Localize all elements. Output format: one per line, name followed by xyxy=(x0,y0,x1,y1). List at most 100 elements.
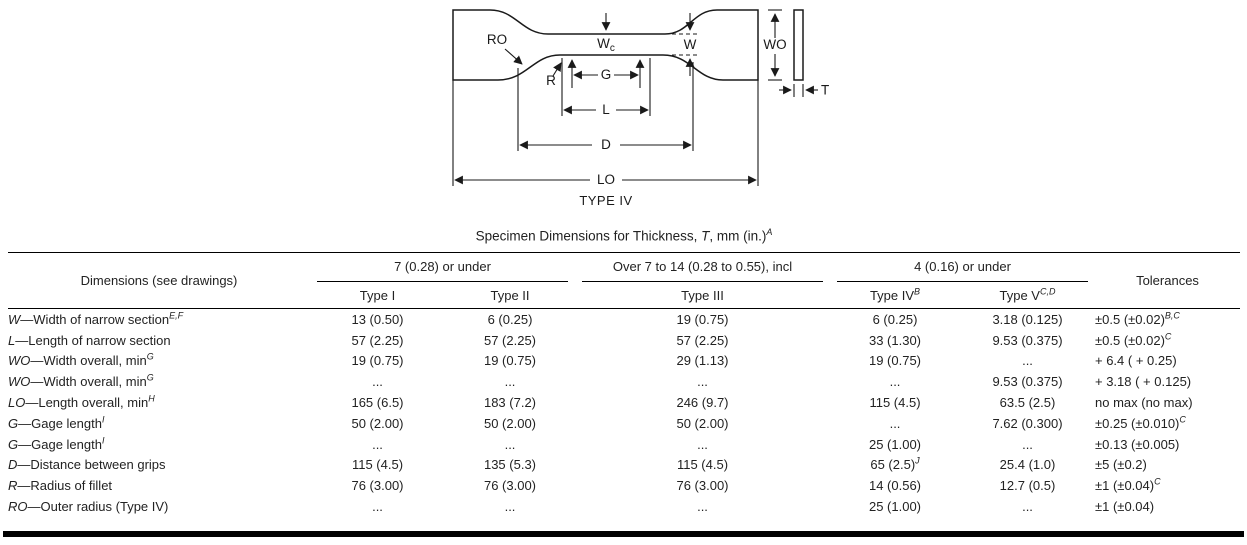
cell-value: 246 (9.7) xyxy=(676,395,729,411)
cell-value: 50 (2.00) xyxy=(676,415,729,431)
side-view xyxy=(793,9,804,81)
cell-value: 115 (4.5) xyxy=(676,457,729,473)
table-row: WO—Width overall, minG 19 (0.75) 19 (0.75)… xyxy=(8,351,1240,372)
header-dimensions: Dimensions (see drawings) xyxy=(80,273,238,288)
specimen-drawing: RO R Wc W WO G L D LO T TYPE IV xyxy=(452,9,829,208)
cell-value: ... xyxy=(1022,499,1033,515)
cell-value: 65 (2.5)J xyxy=(870,456,920,473)
cell-tolerance: ±1 (±0.04)C xyxy=(1095,476,1161,494)
cell-value: 19 (0.75) xyxy=(351,353,404,369)
dimensions-table: Dimensions (see drawings) 7 (0.28) or und… xyxy=(8,252,1240,517)
table-body: W—Width of narrow sectionE,F 13 (0.50) 6 (… xyxy=(8,308,1240,517)
cell-value: ... xyxy=(504,374,516,390)
cell-tolerance: ±5 (±0.2) xyxy=(1095,457,1147,473)
cell-tolerance: ±0.25 (±0.010)C xyxy=(1095,414,1186,431)
cell-value: 50 (2.00) xyxy=(483,415,537,431)
label-wc: Wc xyxy=(597,36,615,54)
cell-tolerance: ±1 (±0.04) xyxy=(1095,499,1155,515)
header-type: Type I xyxy=(359,287,396,303)
w-extension-lines xyxy=(672,33,700,56)
cell-value: ... xyxy=(504,499,516,515)
header-type: Type II xyxy=(490,287,530,303)
row-label: W—Width of narrow sectionE,F xyxy=(8,310,184,327)
cell-value: 6 (0.25) xyxy=(872,311,918,327)
cell-value: ... xyxy=(372,499,383,515)
header-row-groups: Dimensions (see drawings) 7 (0.28) or und… xyxy=(8,253,1240,288)
thickness-group-label: 4 (0.16) or under xyxy=(837,253,1088,282)
label-lo: LO xyxy=(597,172,615,187)
header-tolerances: Tolerances xyxy=(1136,273,1199,288)
cell-tolerance: + 6.4 ( + 0.25) xyxy=(1095,353,1177,369)
cell-tolerance: ±0.5 (±0.02)C xyxy=(1095,331,1172,348)
cell-value: 25.4 (1.0) xyxy=(999,457,1056,473)
table-row: RO—Outer radius (Type IV)......... 25 (1.… xyxy=(8,496,1240,517)
cell-tolerance: ±0.5 (±0.02)B,C xyxy=(1095,310,1180,327)
label-l: L xyxy=(602,102,610,117)
table-title-mid: , mm (in.) xyxy=(709,228,767,244)
cell-value: 57 (2.25) xyxy=(676,332,729,348)
cell-value: 25 (1.00) xyxy=(868,436,922,452)
label-r: R xyxy=(546,73,556,88)
cell-value: ... xyxy=(372,374,383,390)
cell-value: ... xyxy=(697,374,708,390)
table-row: L—Length of narrow section 57 (2.25) 57 (2… xyxy=(8,330,1240,351)
cell-value: 29 (1.13) xyxy=(676,353,729,369)
header-group-1: Over 7 to 14 (0.28 to 0.55), incl xyxy=(575,253,830,282)
header-type: Type III xyxy=(681,287,724,303)
cell-value: 76 (3.00) xyxy=(676,478,729,494)
cell-value: 25 (1.00) xyxy=(868,499,922,515)
cell-value: 183 (7.2) xyxy=(483,395,537,411)
row-label: WO—Width overall, minG xyxy=(8,352,154,369)
row-label: D—Distance between grips xyxy=(8,457,166,473)
label-ro-icon: RO xyxy=(487,32,507,47)
table-row: LO—Length overall, minH 165 (6.5) 183 (7.2… xyxy=(8,392,1240,413)
table-row: G—Gage lengthI......... 25 (1.00)... ±0.13… xyxy=(8,434,1240,455)
cell-value: ... xyxy=(504,436,516,452)
cell-value: 57 (2.25) xyxy=(483,332,537,348)
table-header: Dimensions (see drawings) 7 (0.28) or und… xyxy=(8,253,1240,309)
cell-value: 6 (0.25) xyxy=(487,311,533,327)
cell-value: 165 (6.5) xyxy=(351,395,404,411)
cell-value: ... xyxy=(1022,353,1033,369)
cell-value: ... xyxy=(889,415,901,431)
row-label: G—Gage lengthI xyxy=(8,414,105,431)
row-label: LO—Length overall, minH xyxy=(8,393,155,411)
cell-value: ... xyxy=(889,374,901,390)
cell-tolerance: no max (no max) xyxy=(1095,395,1193,411)
cell-value: ... xyxy=(1022,436,1033,452)
specimen-outline xyxy=(452,9,804,81)
row-label: RO—Outer radius (Type IV) xyxy=(8,499,169,515)
row-label: R—Radius of fillet xyxy=(8,478,113,494)
label-wc-main: W xyxy=(597,36,610,51)
cell-value: 57 (2.25) xyxy=(351,332,404,348)
cell-value: ... xyxy=(372,436,383,452)
header-group-0: 7 (0.28) or under xyxy=(310,253,575,282)
specimen-figure: RO R Wc W WO G L D LO T TYPE IV xyxy=(430,2,884,220)
cell-value: ... xyxy=(697,436,708,452)
cell-value: 115 (4.5) xyxy=(869,395,921,411)
cell-value: 3.18 (0.125) xyxy=(992,311,1063,327)
thickness-group-label: 7 (0.28) or under xyxy=(317,253,568,282)
label-t: T xyxy=(821,83,829,98)
cell-value: 13 (0.50) xyxy=(351,311,404,327)
table-row: WO—Width overall, minG............9.53 (… xyxy=(8,371,1240,392)
figure-caption: TYPE IV xyxy=(579,193,632,208)
cell-value: 7.62 (0.300) xyxy=(992,415,1063,431)
cell-value: 135 (5.3) xyxy=(483,457,537,473)
cell-value: 12.7 (0.5) xyxy=(999,478,1056,494)
header-group-2: 4 (0.16) or under xyxy=(830,253,1095,282)
row-label: G—Gage lengthI xyxy=(8,435,105,452)
table-title-symbol: T xyxy=(701,228,710,244)
cell-value: ... xyxy=(697,499,708,515)
label-wc-sub: c xyxy=(610,43,615,54)
cell-value: 19 (0.75) xyxy=(676,311,729,327)
cell-tolerance: ±0.13 (±0.005) xyxy=(1095,436,1180,452)
header-type: Type IVB xyxy=(869,286,921,303)
cell-value: 76 (3.00) xyxy=(351,478,404,494)
cell-value: 19 (0.75) xyxy=(868,353,922,369)
label-d: D xyxy=(601,137,611,152)
row-label: L—Length of narrow section xyxy=(8,332,171,348)
